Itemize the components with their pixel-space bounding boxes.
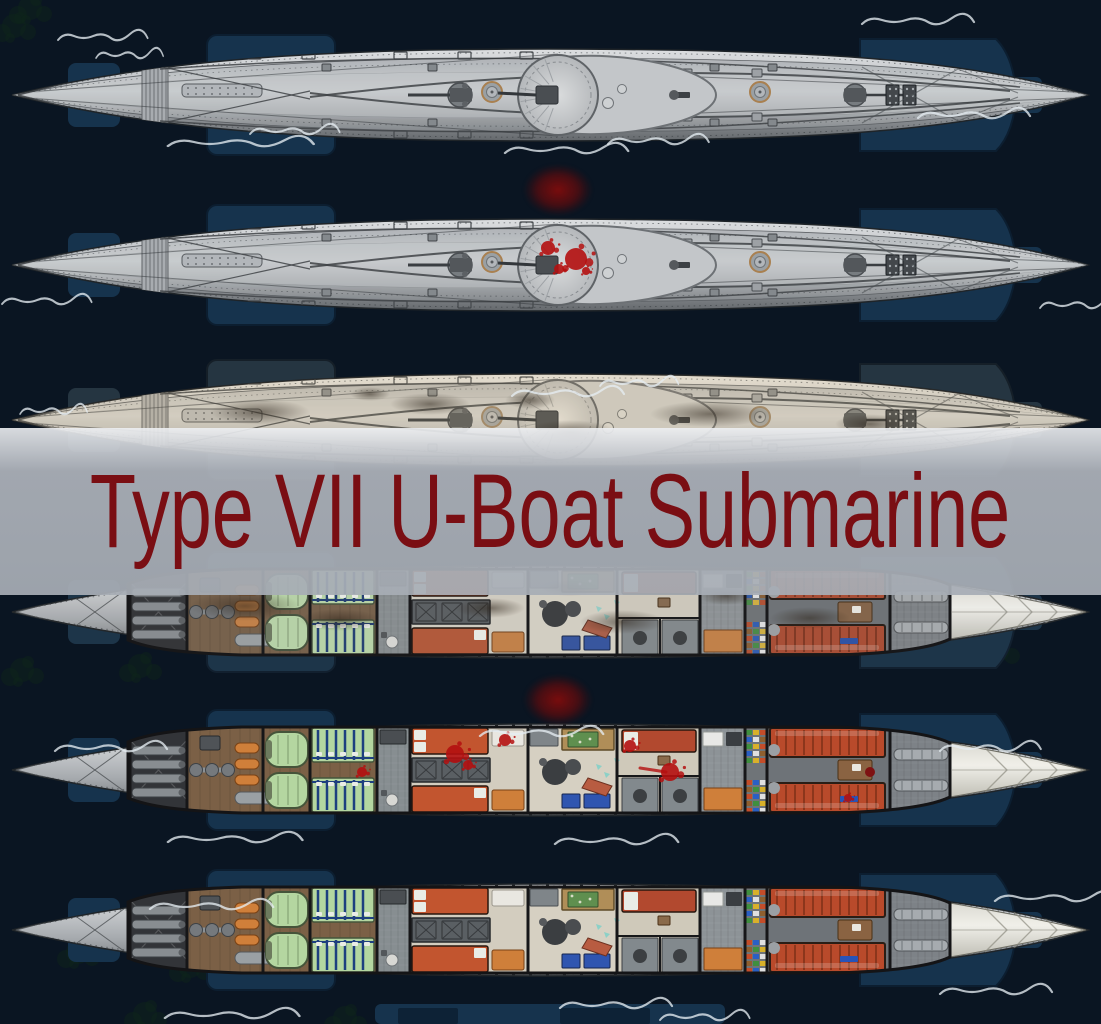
- page-title: Type VII U-Boat Submarine: [90, 453, 1011, 570]
- submarine-exterior-clean: [10, 29, 1090, 161]
- blood-splat: [510, 664, 606, 736]
- submarine-interior-blood: [10, 704, 1090, 836]
- blood-splat: [510, 154, 606, 226]
- title-banner: Type VII U-Boat Submarine: [0, 428, 1101, 595]
- submarine-exterior-blood: [10, 199, 1090, 331]
- submarine-interior-clean: [10, 864, 1090, 996]
